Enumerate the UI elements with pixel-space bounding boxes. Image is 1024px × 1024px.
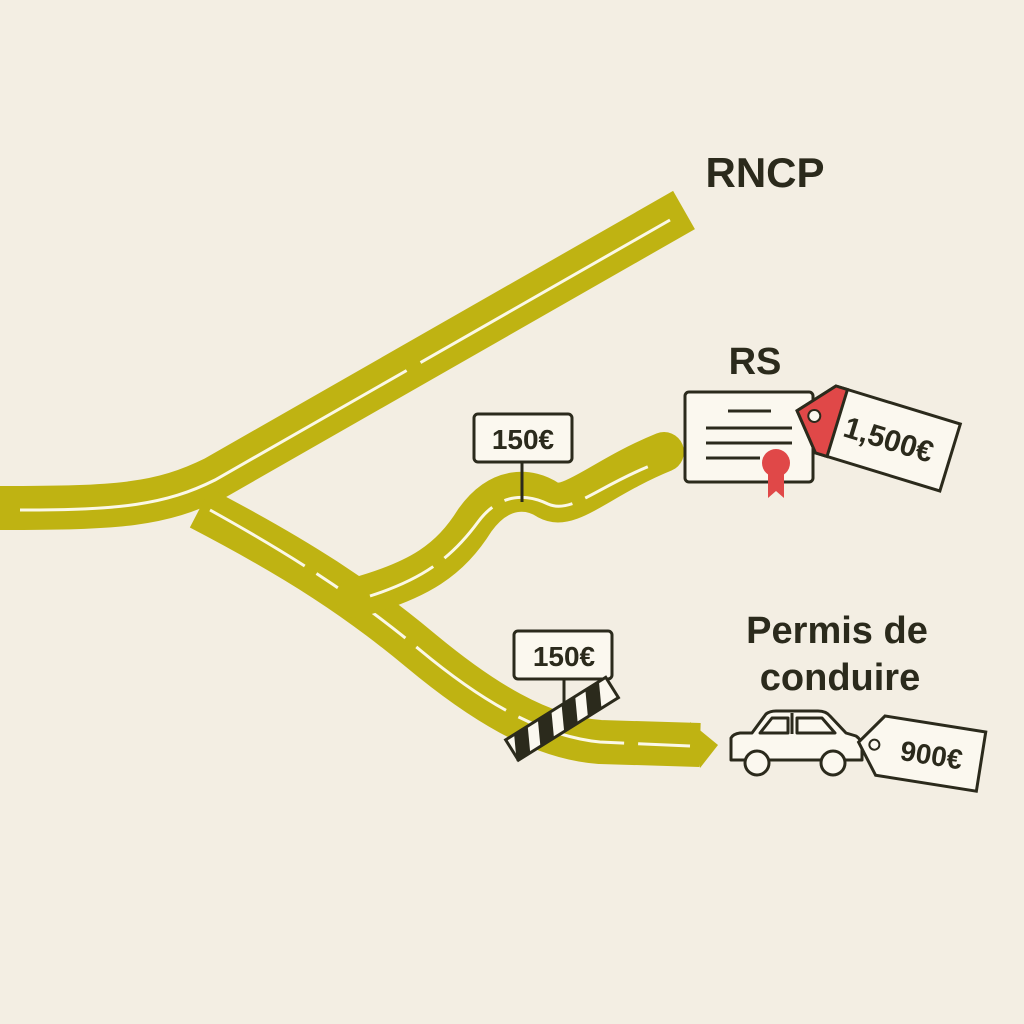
permis-label-line1: Permis de xyxy=(746,610,928,652)
rs-toll-sign: 150€ xyxy=(472,412,574,502)
certificate-icon xyxy=(683,390,815,498)
rs-label: RS xyxy=(729,341,782,383)
permis-label-line2: conduire xyxy=(760,657,920,699)
rs-toll-sign-board xyxy=(472,412,574,464)
rncp-label: RNCP xyxy=(705,149,824,196)
car-icon xyxy=(729,709,864,777)
permis-toll-price: 150€ xyxy=(533,641,596,672)
barrier-icon xyxy=(503,675,621,763)
rs-price-tag: 1,500€ xyxy=(795,384,963,493)
permis-price-tag: 900€ xyxy=(856,714,988,793)
road-rncp xyxy=(0,190,695,530)
permis-toll-sign-board xyxy=(512,629,614,681)
road-rs xyxy=(335,432,684,618)
permis-toll-sign: 150€ xyxy=(512,629,614,716)
rs-toll-price: 150€ xyxy=(492,424,555,455)
